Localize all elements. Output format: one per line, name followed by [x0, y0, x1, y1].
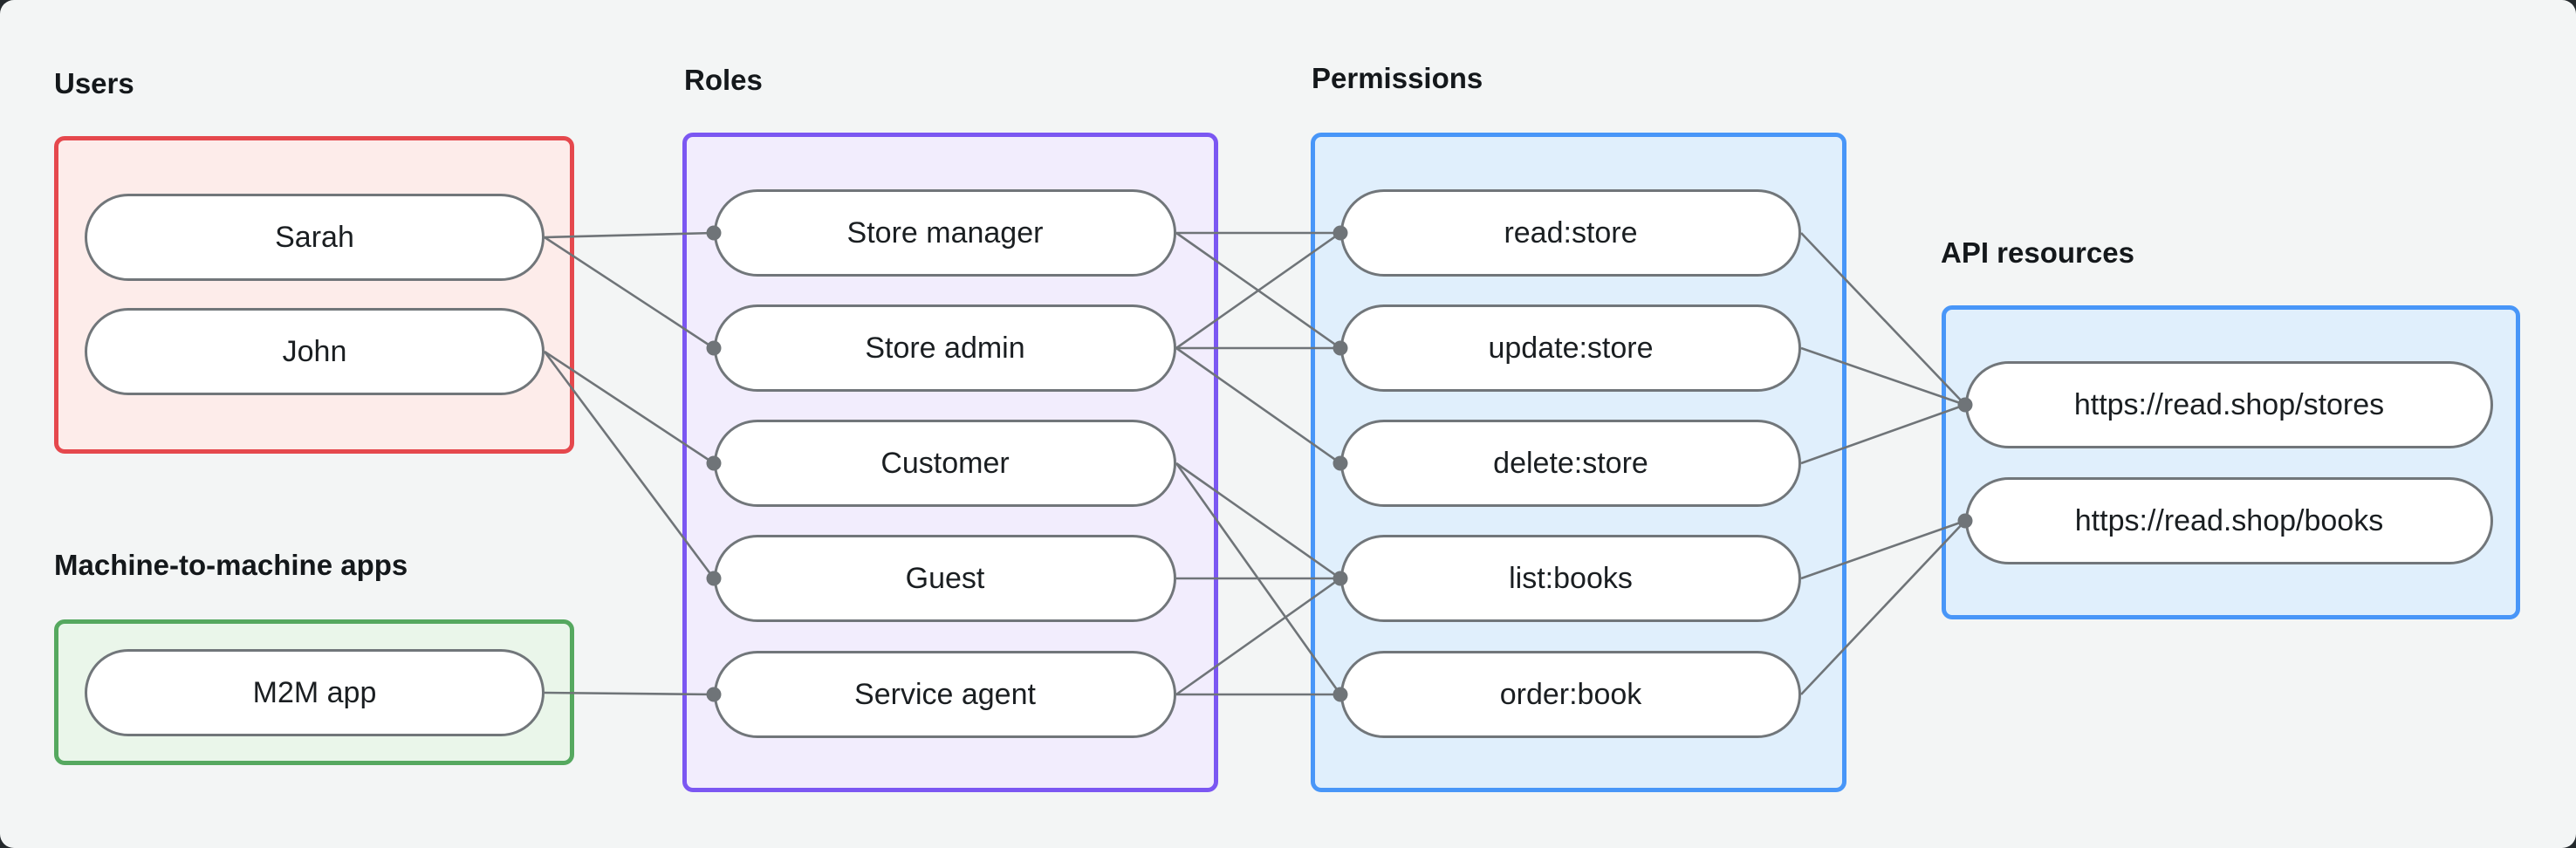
permissions-heading: Permissions — [1312, 62, 1483, 94]
m2m-app-node: M2M app — [85, 649, 545, 736]
user-node-sarah: Sarah — [85, 194, 545, 281]
users-heading: Users — [54, 67, 134, 99]
permission-node-order-book: order:book — [1340, 651, 1801, 738]
role-node-service-agent: Service agent — [714, 651, 1176, 738]
role-node-store-admin: Store admin — [714, 304, 1176, 392]
permission-node-list-books: list:books — [1340, 535, 1801, 622]
permission-node-delete-store: delete:store — [1340, 420, 1801, 507]
api-resources-heading: API resources — [1941, 236, 2134, 269]
m2m-heading: Machine-to-machine apps — [54, 549, 408, 581]
api-node-read-shop-books: https://read.shop/books — [1965, 477, 2493, 564]
role-node-guest: Guest — [714, 535, 1176, 622]
users-group-box — [54, 136, 574, 454]
role-node-customer: Customer — [714, 420, 1176, 507]
permission-node-update-store: update:store — [1340, 304, 1801, 392]
user-node-john: John — [85, 308, 545, 395]
roles-heading: Roles — [684, 64, 763, 96]
permission-node-read-store: read:store — [1340, 189, 1801, 277]
role-node-store-manager: Store manager — [714, 189, 1176, 277]
api-node-read-shop-stores: https://read.shop/stores — [1965, 361, 2493, 448]
api-resources-group-box — [1942, 305, 2520, 619]
